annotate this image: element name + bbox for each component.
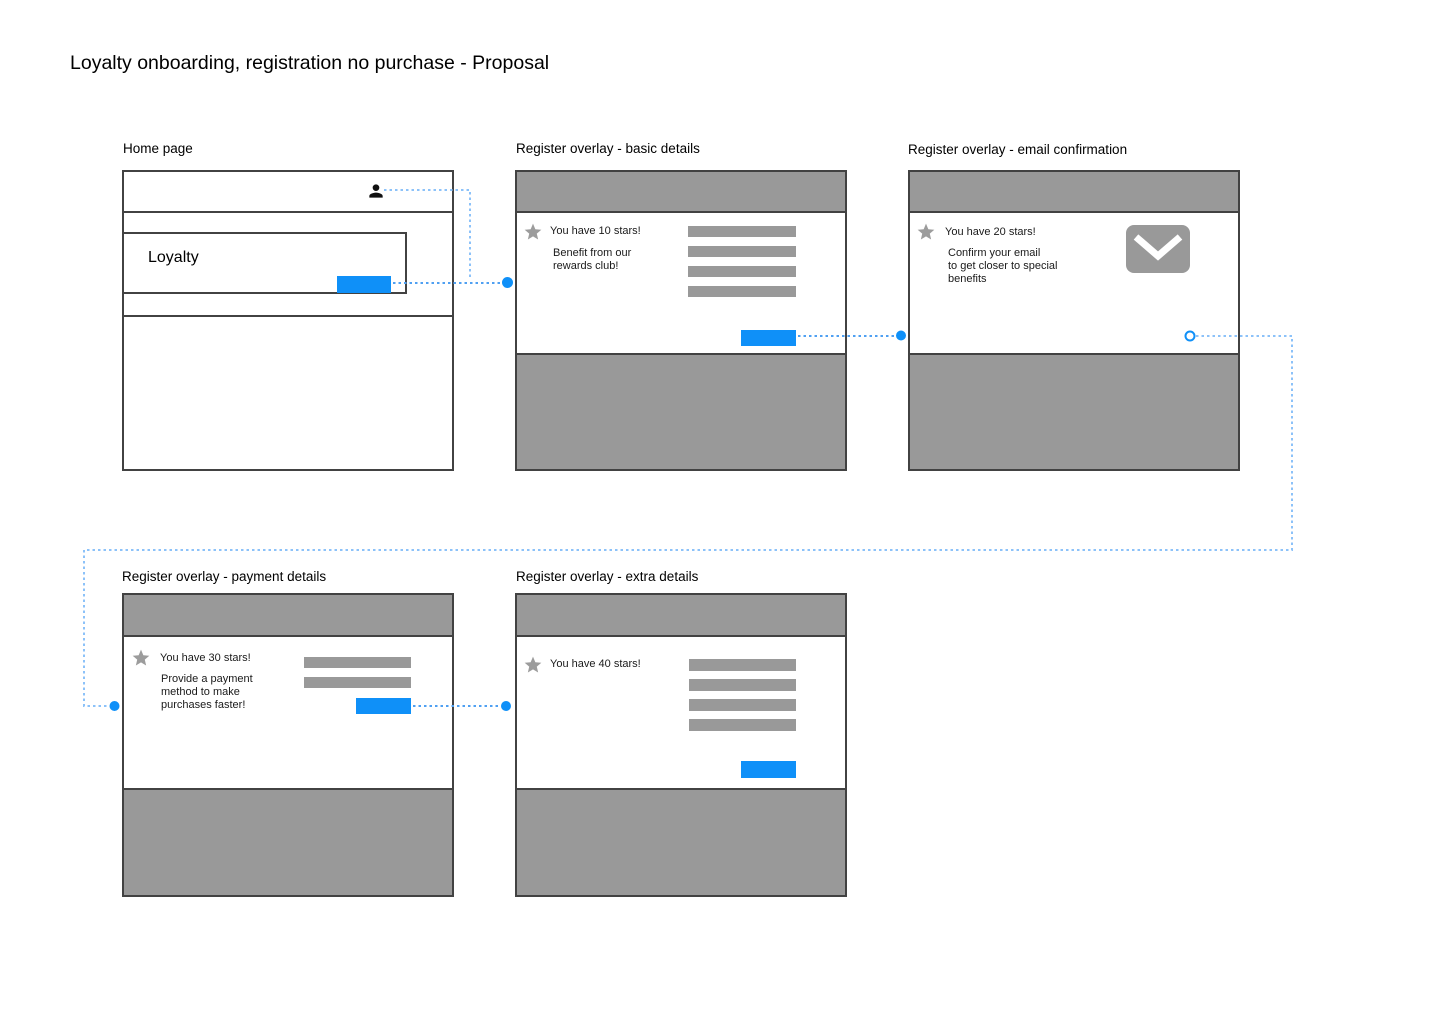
register-overlay-panel: You have 10 stars! Benefit from our rewa…: [517, 213, 845, 355]
stars-count-text: You have 20 stars!: [945, 226, 1036, 238]
home-empty-section: [124, 317, 452, 469]
loyalty-cta-button[interactable]: [337, 276, 391, 293]
account-button[interactable]: [366, 181, 386, 201]
page-background-placeholder: [517, 355, 845, 469]
flow-endpoint-dot: [896, 330, 906, 341]
form-field-placeholder: [688, 226, 796, 237]
benefit-message: Benefit from our rewards club!: [553, 247, 632, 272]
form-field-placeholder: [304, 677, 411, 688]
frame-register-payment-details: You have 30 stars! Provide a payment met…: [122, 593, 454, 897]
star-icon: [524, 656, 542, 673]
form-field-placeholder: [689, 719, 796, 731]
register-overlay-panel: You have 20 stars! Confirm your email to…: [910, 213, 1238, 355]
frame-register-basic-details: You have 10 stars! Benefit from our rewa…: [515, 170, 847, 471]
frame-label-basic-details: Register overlay - basic details: [516, 141, 700, 156]
star-icon: [917, 223, 935, 240]
frame-label-extra-details: Register overlay - extra details: [516, 569, 699, 584]
loyalty-card: Loyalty: [122, 232, 407, 294]
extra-cta-button[interactable]: [741, 761, 796, 778]
form-field-placeholder: [688, 286, 796, 297]
home-content-band: Loyalty: [122, 213, 452, 317]
page-background-placeholder: [910, 355, 1238, 469]
flow-endpoint-dot: [502, 277, 513, 288]
register-cta-button[interactable]: [741, 330, 796, 346]
payment-message: Provide a payment method to make purchas…: [161, 673, 253, 711]
page-background-placeholder: [124, 790, 452, 895]
form-fields-group: [688, 226, 796, 306]
star-icon: [524, 223, 542, 240]
stars-count-text: You have 40 stars!: [550, 658, 641, 670]
frame-register-email-confirmation: You have 20 stars! Confirm your email to…: [908, 170, 1240, 471]
frame-label-email-confirmation: Register overlay - email confirmation: [908, 142, 1128, 157]
form-fields-group: [304, 657, 411, 697]
stars-count-text: You have 30 stars!: [160, 652, 251, 664]
form-field-placeholder: [688, 266, 796, 277]
form-field-placeholder: [689, 699, 796, 711]
payment-cta-button[interactable]: [356, 698, 411, 714]
form-field-placeholder: [689, 659, 796, 671]
form-fields-group: [689, 659, 796, 739]
form-field-placeholder: [688, 246, 796, 257]
page-header-placeholder: [517, 595, 845, 637]
stars-count-text: You have 10 stars!: [550, 225, 641, 237]
register-overlay-panel: You have 30 stars! Provide a payment met…: [124, 637, 452, 790]
page-header-placeholder: [910, 172, 1238, 213]
page-title: Loyalty onboarding, registration no purc…: [70, 52, 550, 74]
star-icon: [132, 649, 150, 666]
frame-register-extra-details: You have 40 stars!: [515, 593, 847, 897]
form-field-placeholder: [304, 657, 411, 668]
page-header-placeholder: [517, 172, 845, 213]
page-header-placeholder: [124, 595, 452, 637]
register-overlay-panel: You have 40 stars!: [517, 637, 845, 790]
page-background-placeholder: [517, 790, 845, 895]
flow-endpoint-dot: [109, 701, 120, 711]
confirm-email-message: Confirm your email to get closer to spec…: [948, 247, 1058, 285]
email-icon: [1126, 225, 1190, 273]
loyalty-card-title: Loyalty: [148, 249, 199, 266]
home-top-bar: [124, 172, 452, 213]
person-icon: [369, 184, 383, 198]
frame-home-page: Loyalty: [122, 170, 454, 471]
form-field-placeholder: [689, 679, 796, 691]
frame-label-payment-details: Register overlay - payment details: [122, 569, 327, 584]
flow-endpoint-dot: [501, 701, 511, 711]
frame-label-home: Home page: [123, 141, 193, 156]
